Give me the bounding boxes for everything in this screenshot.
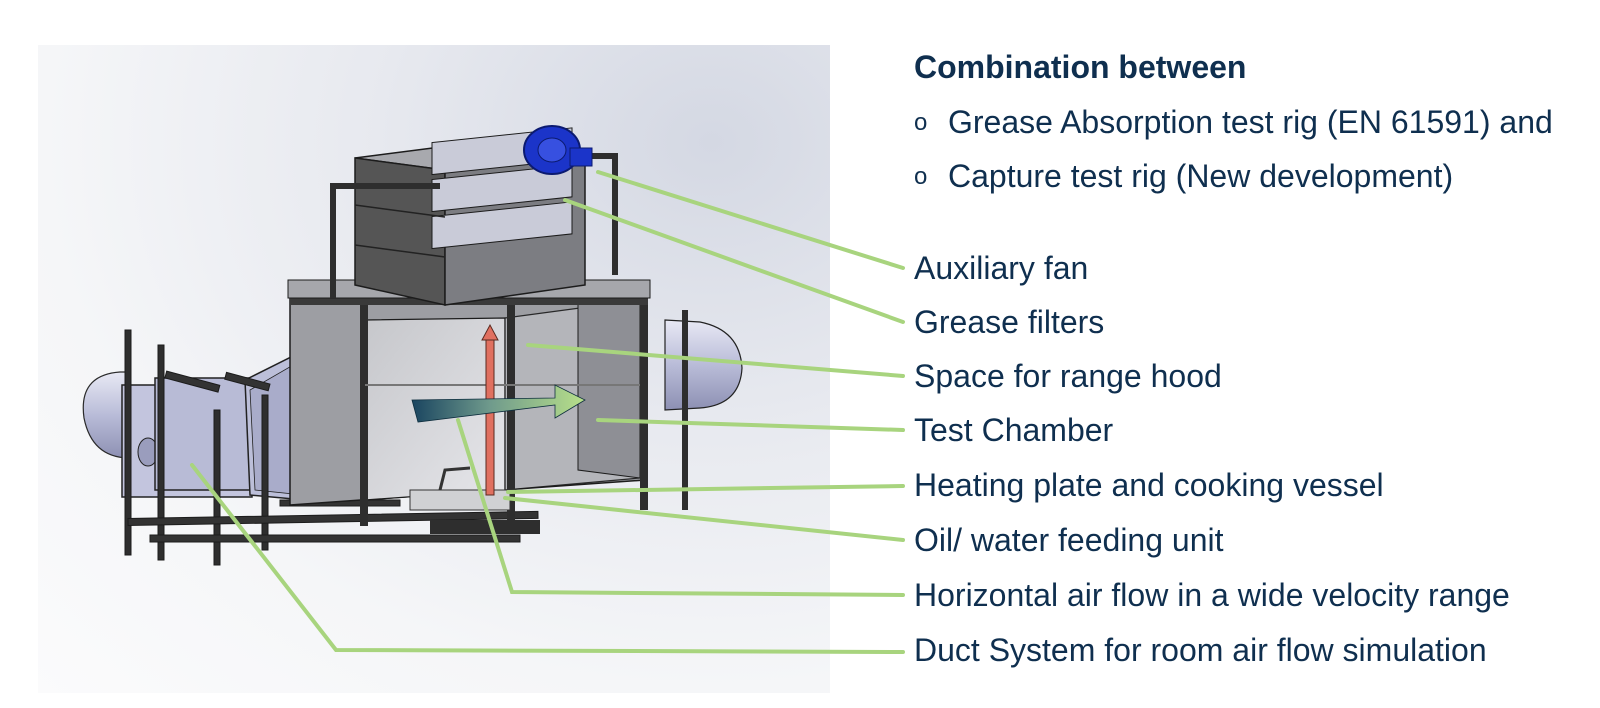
- bullet-mark: o: [914, 109, 928, 136]
- label-grease-filters: Grease filters: [914, 304, 1105, 340]
- bullet-mark: o: [914, 163, 928, 190]
- leader-grease-filters: [563, 198, 905, 324]
- label-range-hood: Space for range hood: [914, 358, 1222, 394]
- bullet-text: Grease Absorption test rig (EN 61591) an…: [948, 104, 1553, 140]
- label-horizontal-airflow: Horizontal air flow in a wide velocity r…: [914, 577, 1510, 613]
- heat-arrow: [481, 323, 499, 496]
- flow-arrow: [411, 384, 586, 423]
- label-duct-system: Duct System for room air flow simulation: [914, 632, 1487, 668]
- heading: Combination between: [914, 49, 1247, 85]
- leader-auxiliary-fan: [596, 170, 905, 270]
- right-duct: [664, 319, 743, 411]
- label-heating-plate: Heating plate and cooking vessel: [914, 467, 1384, 503]
- bullet-capture-test: o Capture test rig (New development): [914, 158, 1453, 195]
- leader-lines: [190, 170, 905, 654]
- leader-heating-plate: [506, 484, 905, 494]
- auxiliary-fan: [523, 125, 593, 175]
- label-oil-water: Oil/ water feeding unit: [914, 522, 1224, 558]
- bullet-text: Capture test rig (New development): [948, 158, 1454, 194]
- leader-test-chamber: [596, 418, 905, 432]
- leader-range-hood: [526, 343, 905, 378]
- label-test-chamber: Test Chamber: [914, 412, 1114, 448]
- leader-oil-water: [503, 496, 905, 542]
- bullet-grease-absorption: o Grease Absorption test rig (EN 61591) a…: [914, 104, 1553, 141]
- leader-horizontal-airflow: [456, 418, 905, 597]
- frame-left: [124, 329, 539, 566]
- leader-duct-system: [190, 463, 905, 654]
- label-auxiliary-fan: Auxiliary fan: [914, 250, 1089, 286]
